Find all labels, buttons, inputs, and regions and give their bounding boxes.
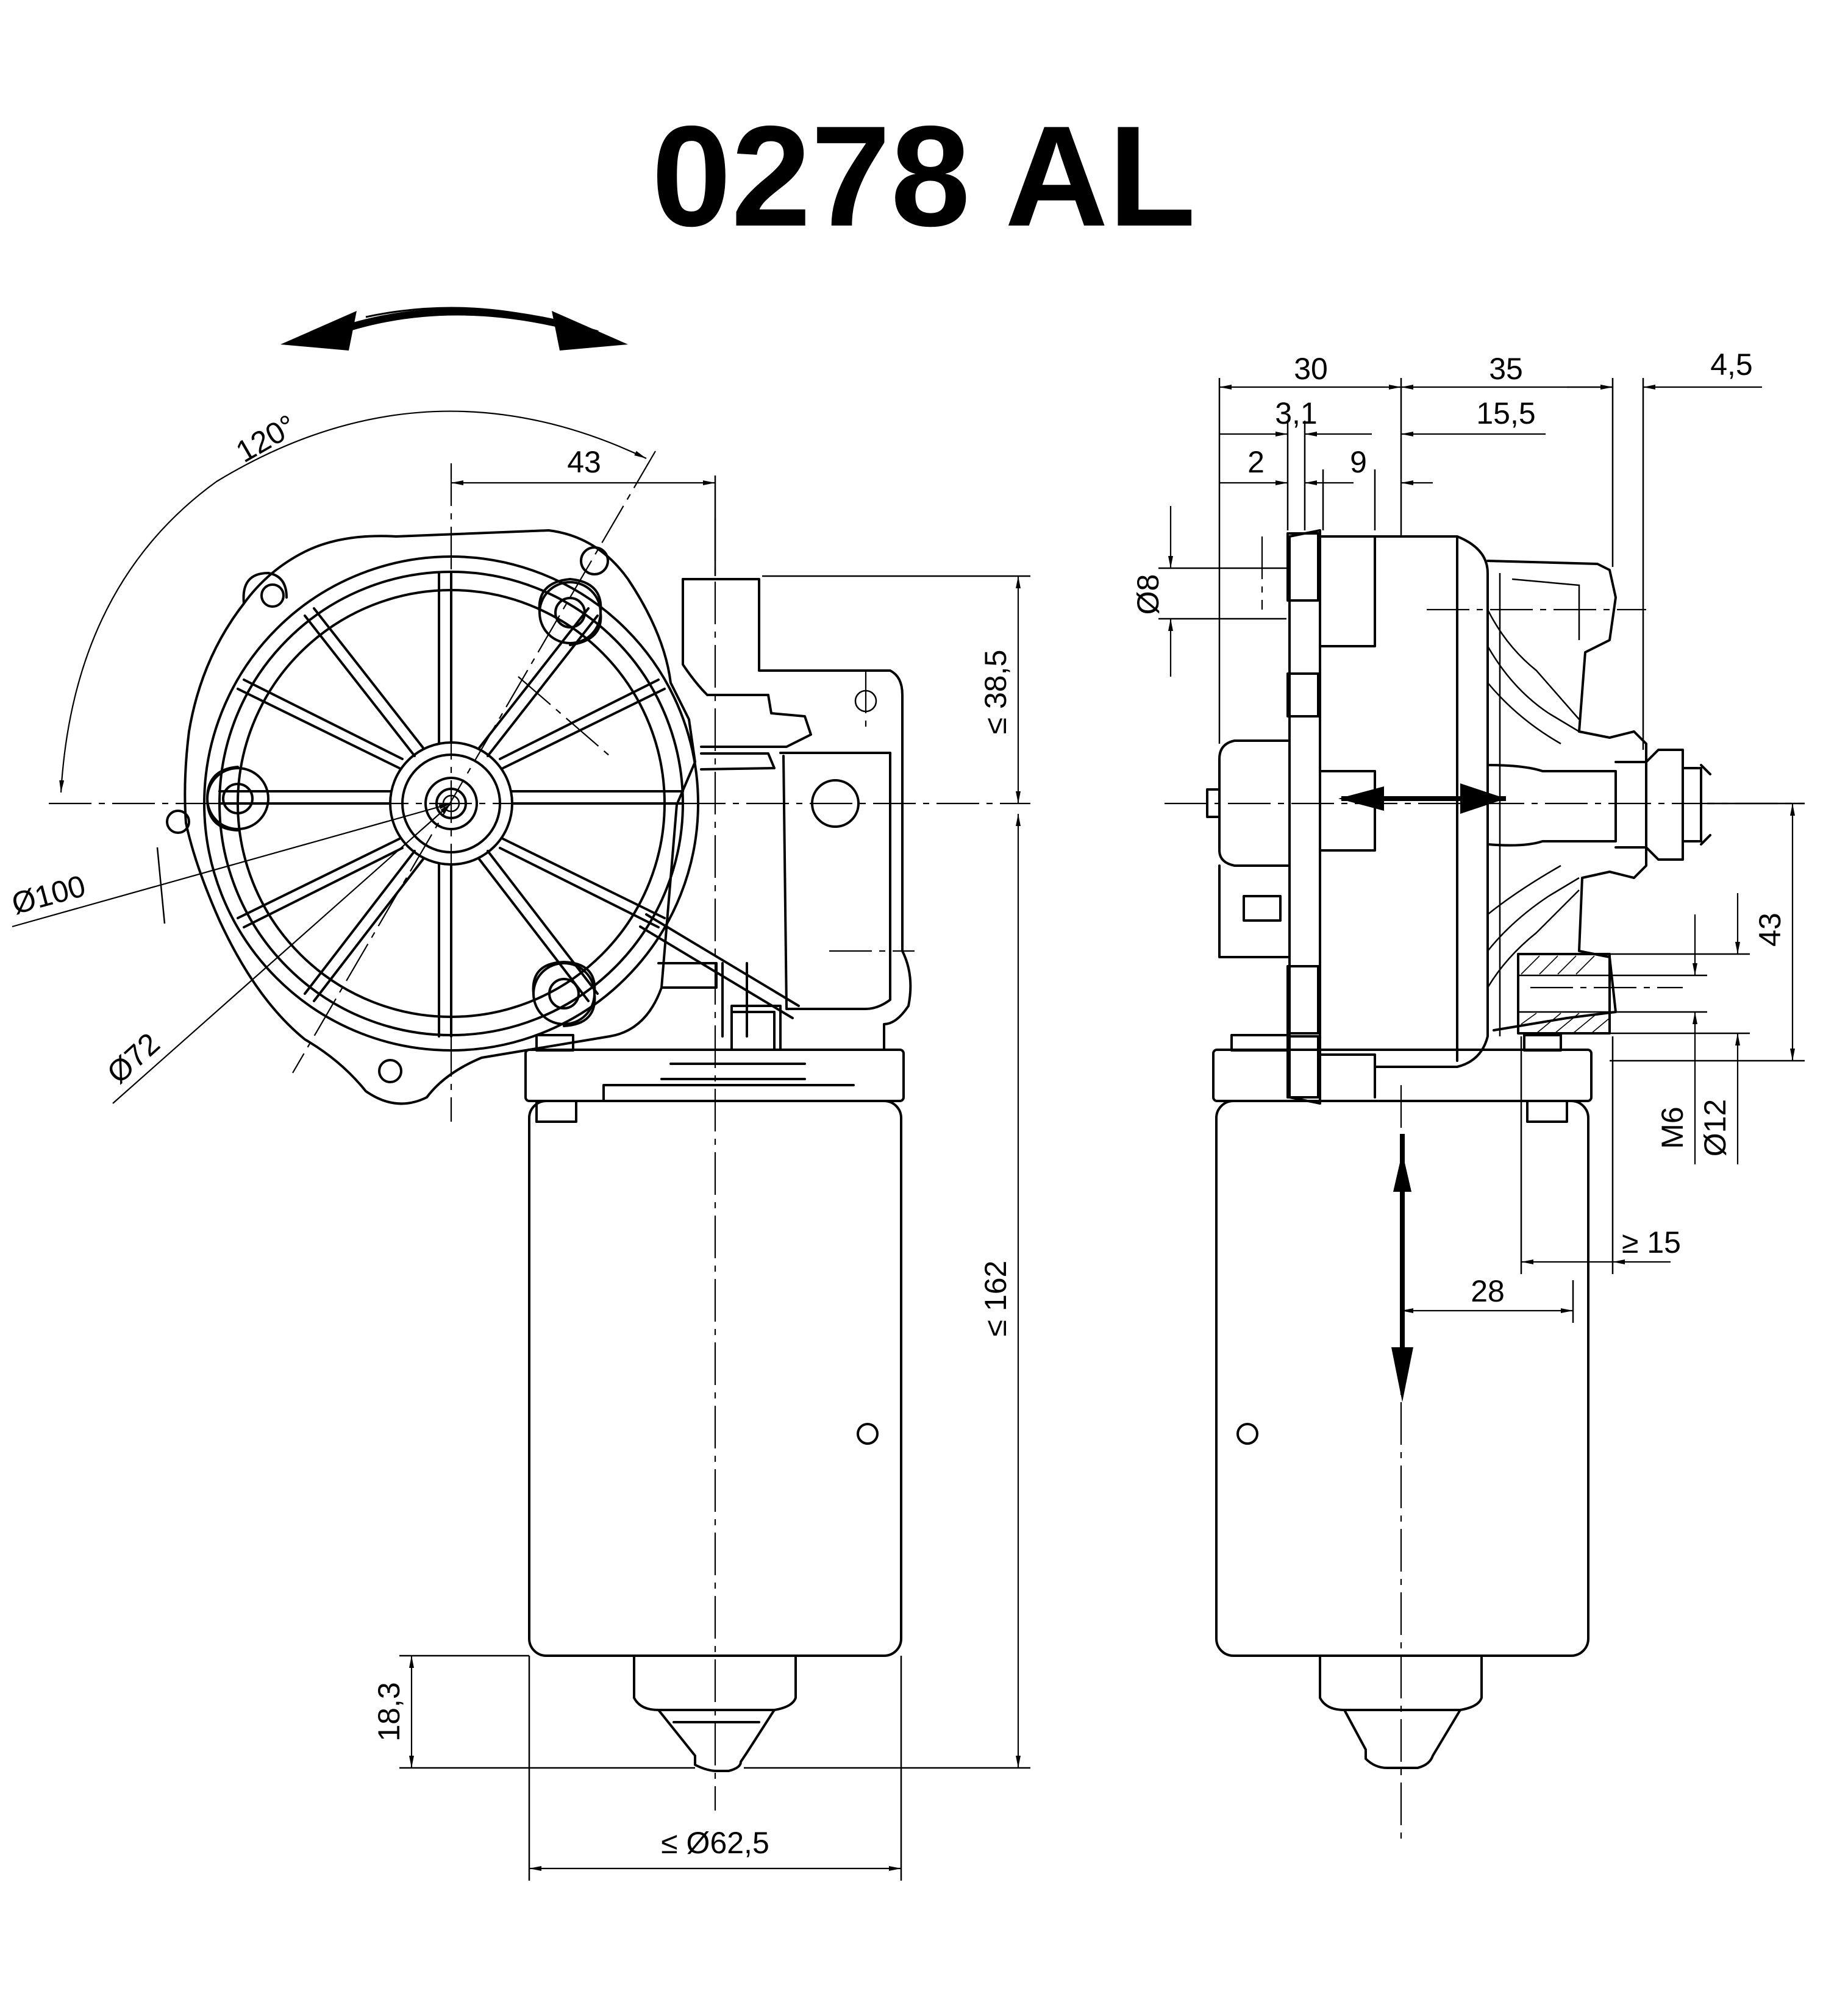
front-view-gear-housing [166, 529, 912, 1772]
dim-min-15: ≥ 15 [1622, 1225, 1681, 1259]
dim-dia-62-5: ≤ Ø62,5 [661, 1826, 769, 1860]
dim-depth-30: 30 [1294, 352, 1328, 386]
dim-angle-120: 120° [230, 408, 302, 469]
dim-dia-12: Ø12 [1698, 1099, 1732, 1157]
dim-dia-72: Ø72 [101, 1026, 166, 1090]
dim-depth-9: 9 [1350, 445, 1367, 479]
front-view-dimensions: 120° 43 Ø100 Ø72 ≤ 38,5 ≤ 162 18,3 ≤ Ø62… [8, 408, 1030, 1881]
rotation-direction-arrow [280, 307, 628, 351]
dim-depth-4-5: 4,5 [1710, 347, 1753, 382]
dim-height-38-5: ≤ 38,5 [979, 650, 1013, 735]
dim-depth-15-5: 15,5 [1476, 396, 1535, 430]
front-view-center-lines [49, 451, 1030, 1811]
dim-dia-100: Ø100 [8, 869, 89, 921]
dim-depth-2: 2 [1247, 445, 1265, 479]
dim-offset-28: 28 [1471, 1274, 1505, 1308]
dim-side-43: 43 [1753, 913, 1787, 947]
side-view-force-arrows [1338, 783, 1506, 1402]
side-view-center-lines [1165, 536, 1805, 1841]
drawing-title: 0278 AL [652, 96, 1196, 256]
dim-bore-offset-43: 43 [567, 445, 601, 479]
dim-height-162: ≤ 162 [979, 1261, 1013, 1337]
dim-depth-35: 35 [1489, 352, 1523, 386]
side-view-dimensions: 30 35 4,5 3,1 15,5 2 9 Ø8 43 [1131, 347, 1805, 1323]
dim-dia-8: Ø8 [1131, 574, 1165, 615]
side-view-gear-housing [1206, 529, 1711, 1769]
dim-bottom-18-3: 18,3 [372, 1682, 406, 1741]
dim-depth-3-1: 3,1 [1275, 396, 1318, 430]
dim-thread-m6: M6 [1655, 1106, 1689, 1149]
